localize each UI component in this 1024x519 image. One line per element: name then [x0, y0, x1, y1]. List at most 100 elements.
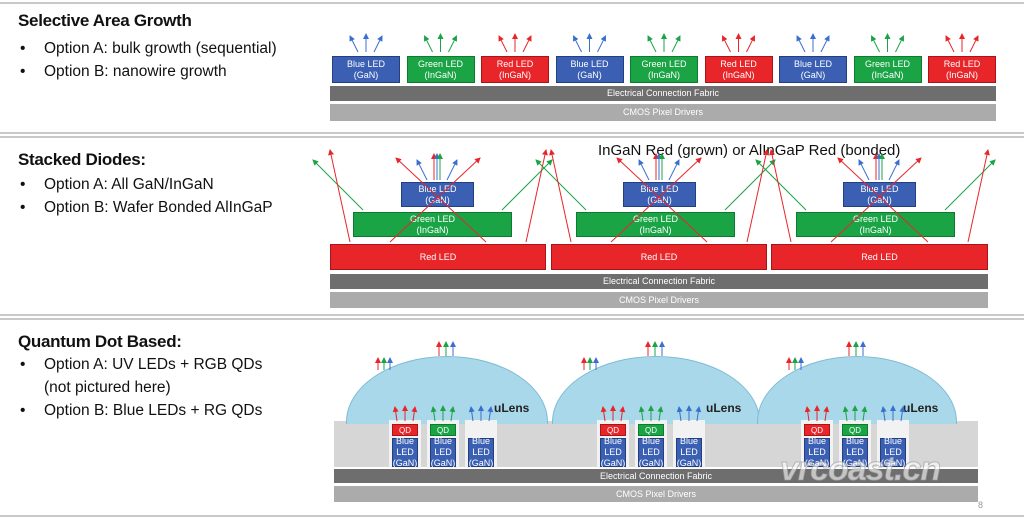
- green-light-arrow: [501, 159, 553, 211]
- red-light-arrow: [616, 157, 708, 243]
- option-list: •Option A: All GaN/InGaN •Option B: Wafe…: [20, 173, 273, 219]
- blue-light-arrow: [695, 406, 702, 422]
- electrical-connection-fabric: Electrical Connection Fabric: [330, 86, 996, 101]
- red-light-arrow: [498, 35, 508, 53]
- blue-led: Blue LED (GaN): [555, 56, 624, 83]
- green-light-arrow: [861, 406, 868, 422]
- red-light-arrow: [945, 35, 955, 53]
- green-light-arrow: [535, 159, 587, 211]
- option-item: •Option A: All GaN/InGaN: [20, 173, 273, 196]
- cmos-pixel-drivers: CMOS Pixel Drivers: [330, 292, 988, 308]
- stacked-diodes-panel: Stacked Diodes: •Option A: All GaN/InGaN…: [0, 136, 1024, 316]
- red-light-arrow: [837, 157, 929, 243]
- bullet-icon: •: [20, 356, 26, 373]
- blue-led: Blue LED (GaN): [676, 436, 702, 468]
- green-led: Green LED (InGaN): [853, 56, 922, 83]
- bullet-icon: •: [20, 63, 26, 80]
- blue-led: Blue LED (GaN): [843, 182, 916, 207]
- red-light-arrow: [823, 406, 830, 422]
- red-light-arrow: [804, 406, 811, 422]
- red-light-arrow: [600, 406, 607, 422]
- blue-light-arrow: [416, 159, 428, 181]
- green-light-arrow: [647, 35, 657, 53]
- quantum-dot: QD: [430, 424, 456, 436]
- blue-light-arrow: [446, 159, 458, 181]
- green-light-arrow: [657, 406, 664, 422]
- red-light-arrow: [619, 406, 626, 422]
- blue-light-arrow: [899, 406, 906, 422]
- quantum-dot: QD: [804, 424, 830, 436]
- red-light-arrow: [522, 35, 532, 53]
- red-light-arrow: [549, 149, 572, 243]
- red-light-arrow: [392, 406, 399, 422]
- page-number: 8: [978, 500, 984, 510]
- option-list: •Option A: bulk growth (sequential) •Opt…: [20, 37, 277, 83]
- red-options-note: InGaN Red (grown) or AlInGaP Red (bonded…: [598, 142, 901, 159]
- red-light-arrow: [969, 35, 979, 53]
- ulens-label: uLens: [903, 401, 939, 415]
- green-light-arrow: [424, 35, 433, 53]
- red-led: Red LED (InGaN): [481, 56, 549, 83]
- selective-area-growth-panel: Selective Area Growth •Option A: bulk gr…: [0, 2, 1024, 134]
- quantum-dot: QD: [842, 424, 868, 436]
- blue-led: Blue LED (GaN): [332, 56, 400, 83]
- green-led: Green LED (InGaN): [406, 56, 475, 83]
- blue-led: Blue LED (GaN): [600, 436, 626, 468]
- blue-light-arrow: [349, 35, 359, 53]
- option-list: •Option A: UV LEDs + RGB QDs (not pictur…: [20, 353, 262, 422]
- bullet-icon: •: [20, 199, 26, 216]
- green-light-arrow: [671, 35, 681, 53]
- blue-light-arrow: [888, 159, 900, 181]
- red-light-arrow: [722, 35, 731, 53]
- quantum-dot: QD: [392, 424, 418, 436]
- green-led: Green LED (InGaN): [576, 212, 735, 237]
- green-led: Green LED (InGaN): [796, 212, 955, 237]
- red-light-arrow: [967, 149, 990, 243]
- bullet-icon: •: [20, 40, 26, 57]
- watermark: vrcoast.cn: [779, 450, 941, 489]
- red-light-arrow: [411, 406, 418, 422]
- quantum-dot-panel: Quantum Dot Based: •Option A: UV LEDs + …: [0, 318, 1024, 517]
- green-light-arrow: [944, 159, 996, 211]
- option-item: •Option B: Wafer Bonded AlInGaP: [20, 196, 273, 219]
- option-note: (not pictured here): [44, 379, 171, 396]
- blue-light-arrow: [597, 35, 606, 53]
- ulens-label: uLens: [706, 401, 742, 415]
- blue-led: Blue LED (GaN): [842, 436, 868, 468]
- red-light-arrow: [395, 157, 487, 243]
- green-light-arrow: [842, 406, 849, 422]
- blue-light-arrow: [858, 159, 870, 181]
- cmos-pixel-drivers: CMOS Pixel Drivers: [334, 486, 978, 502]
- green-light-arrow: [430, 406, 437, 422]
- blue-led: Blue LED (GaN): [880, 436, 906, 468]
- green-led: Green LED (InGaN): [630, 56, 698, 83]
- red-led: Red LED: [771, 244, 988, 270]
- blue-light-arrow: [880, 406, 887, 422]
- blue-light-arrow: [487, 406, 494, 422]
- red-led: Red LED: [330, 244, 546, 270]
- bullet-icon: •: [20, 402, 26, 419]
- blue-led: Blue LED (GaN): [392, 436, 418, 468]
- red-light-arrow: [525, 149, 548, 243]
- option-item: •Option B: nanowire growth: [20, 60, 277, 83]
- blue-led: Blue LED (GaN): [468, 436, 494, 468]
- blue-light-arrow: [373, 35, 383, 53]
- electrical-connection-fabric: Electrical Connection Fabric: [330, 274, 988, 289]
- blue-light-arrow: [573, 35, 582, 53]
- option-item: •Option A: UV LEDs + RGB QDs: [20, 353, 262, 376]
- option-item: •Option B: Blue LEDs + RG QDs: [20, 399, 262, 422]
- green-light-arrow: [755, 159, 807, 211]
- blue-led: Blue LED (GaN): [638, 436, 664, 468]
- green-light-arrow: [871, 35, 880, 53]
- cmos-pixel-drivers: CMOS Pixel Drivers: [330, 104, 996, 121]
- red-light-arrow: [610, 157, 702, 243]
- electrical-connection-fabric: Electrical Connection Fabric: [334, 469, 978, 483]
- green-light-arrow: [448, 35, 457, 53]
- red-led: Red LED (InGaN): [704, 56, 773, 83]
- panel-title: Stacked Diodes:: [18, 150, 146, 169]
- blue-led: Blue LED (GaN): [430, 436, 456, 468]
- green-light-arrow: [724, 159, 776, 211]
- panel-title: Quantum Dot Based:: [18, 332, 182, 351]
- green-light-arrow: [638, 406, 645, 422]
